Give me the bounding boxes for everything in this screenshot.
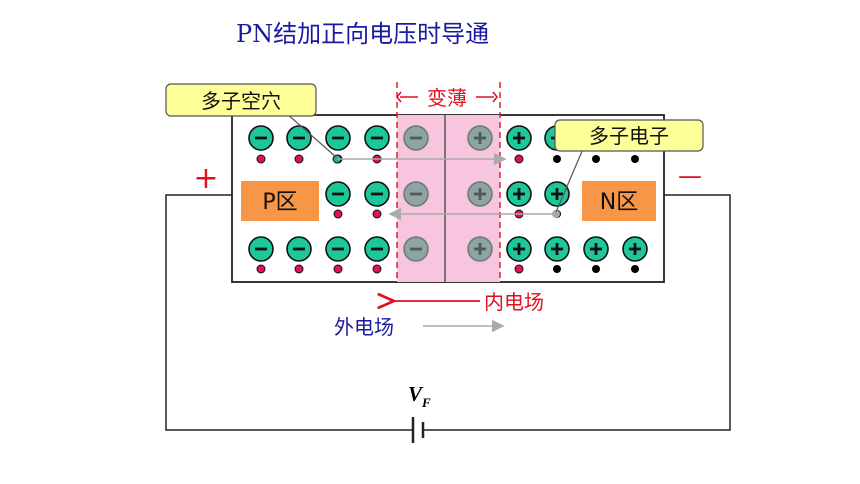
acceptor-ion-icon (325, 125, 351, 151)
acceptor-ion-icon (364, 236, 390, 262)
acceptor-ion-icon (286, 236, 312, 262)
hole-dot-icon (514, 264, 524, 274)
electron-dot-icon (631, 155, 639, 163)
diagram-title: PN结加正向电压时导通 (236, 20, 490, 48)
donor-ion-icon (506, 236, 532, 262)
acceptor-ion-icon (403, 181, 429, 207)
hole-dot-icon (372, 264, 382, 274)
donor-ion-icon (622, 236, 648, 262)
donor-ion-icon (583, 236, 609, 262)
carrier-paths (337, 152, 556, 221)
acceptor-ion-icon (403, 236, 429, 262)
electron-dot-icon (631, 265, 639, 273)
donor-ion-icon (467, 236, 493, 262)
hole-dot-icon (294, 264, 304, 274)
n-region-label-box (582, 181, 656, 221)
svg-text:多子空穴: 多子空穴 (201, 89, 281, 113)
acceptor-ion-icon (248, 125, 274, 151)
hole-dot-icon (256, 264, 266, 274)
electron-dot-icon (592, 265, 600, 273)
p-region-label: P区 (262, 190, 297, 215)
acceptor-ion-icon (325, 181, 351, 207)
external-field-label: 外电场 (334, 315, 394, 339)
electron-dot-icon (553, 265, 561, 273)
hole-dot-icon (256, 154, 266, 164)
positive-terminal: + (193, 161, 218, 196)
electron-dot-icon (553, 155, 561, 163)
hole-dot-icon (294, 154, 304, 164)
donor-ion-icon (544, 236, 570, 262)
battery-icon (411, 417, 425, 443)
acceptor-ion-icon (364, 181, 390, 207)
hole-dot-icon (333, 209, 343, 219)
hole-dot-icon (333, 264, 343, 274)
donor-ion-icon (467, 125, 493, 151)
acceptor-ion-icon (325, 236, 351, 262)
acceptor-ion-icon (403, 125, 429, 151)
donor-ion-icon (544, 181, 570, 207)
acceptor-ion-icon (364, 125, 390, 151)
electron-dot-icon (592, 155, 600, 163)
negative-terminal: — (678, 162, 702, 190)
svg-text:多子电子: 多子电子 (589, 124, 669, 148)
internal-field-label: 内电场 (484, 290, 544, 314)
electron-callout: 多子电子 (554, 119, 704, 213)
donor-ion-icon (467, 181, 493, 207)
voltage-label: VF (408, 382, 431, 410)
hole-dot-icon (514, 154, 524, 164)
n-region-label: N区 (600, 190, 638, 215)
donor-ion-icon (506, 125, 532, 151)
hole-dot-icon (372, 209, 382, 219)
acceptor-ion-icon (286, 125, 312, 151)
p-region-label-box (241, 181, 319, 221)
acceptor-ion-icon (248, 236, 274, 262)
donor-ion-icon (506, 181, 532, 207)
external-circuit (165, 194, 731, 431)
thinner-label: 变薄 (427, 86, 467, 110)
hole-callout: 多子空穴 (165, 83, 337, 158)
